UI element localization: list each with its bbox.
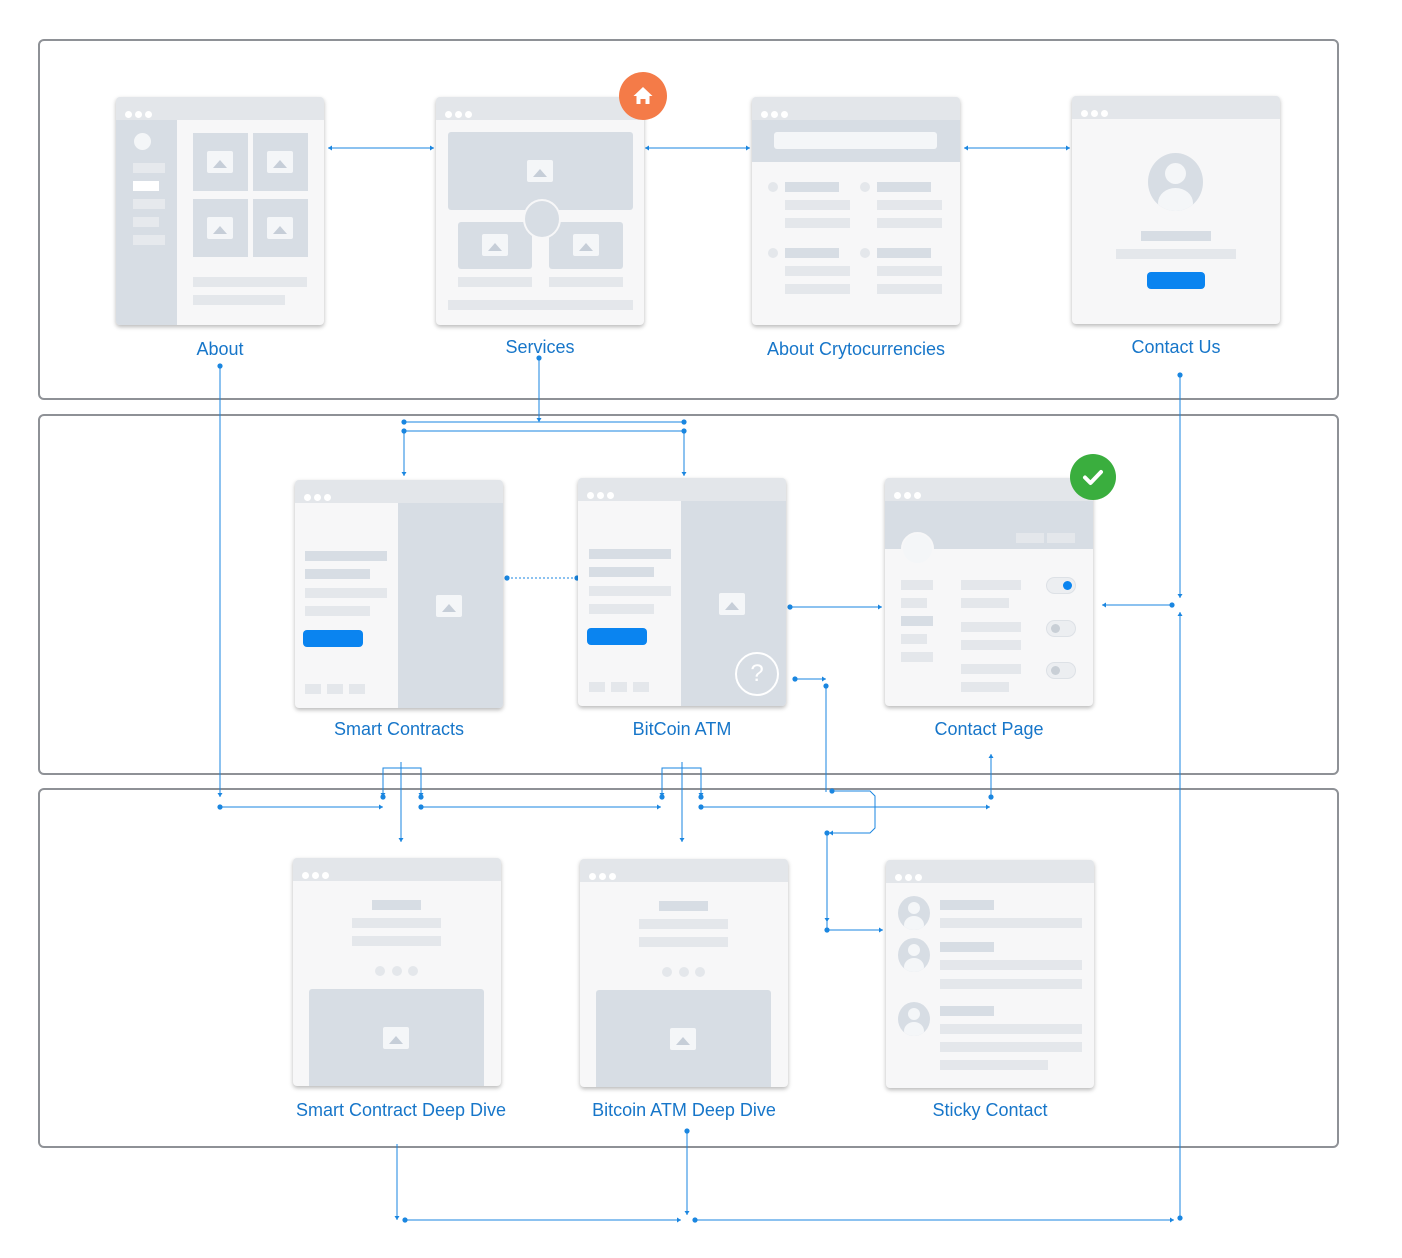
toggle-switch[interactable] (1046, 662, 1076, 679)
connector-arrow (398, 838, 404, 842)
connector-dot (681, 419, 687, 425)
connector-arrow (401, 472, 407, 476)
screen-about-crypto[interactable] (752, 97, 960, 325)
screen-bitcoin-atm-deep-dive[interactable] (580, 859, 788, 1087)
connector-arrow (1177, 594, 1183, 598)
label-about: About (196, 339, 244, 359)
user-icon (898, 1002, 930, 1036)
connector-arrow (1170, 1217, 1174, 1223)
user-icon (898, 896, 930, 930)
connector-arrow (879, 927, 883, 933)
user-icon (898, 938, 930, 972)
connector-arrow (698, 793, 704, 797)
cta-button[interactable] (303, 630, 363, 647)
label-about-crypto: About Crytocurrencies (766, 339, 946, 359)
help-glyph: ? (750, 660, 764, 687)
image-icon (719, 593, 745, 615)
connector-dot (988, 794, 994, 800)
connector-arrow (328, 145, 332, 151)
connector-arrow (217, 793, 223, 797)
screen-smart-contracts[interactable] (295, 480, 503, 708)
screen-smart-contract-deep-dive[interactable] (293, 858, 501, 1086)
screen-services[interactable] (436, 97, 644, 325)
home-badge (619, 72, 667, 120)
home-icon (633, 87, 653, 104)
cta-button[interactable] (587, 628, 647, 645)
label-contact-page: Contact Page (934, 719, 1044, 739)
label-smart-contracts: Smart Contracts (333, 719, 465, 739)
connector-arrow (1177, 612, 1183, 616)
help-icon: ? (735, 652, 779, 696)
connector-arrow (430, 145, 434, 151)
image-icon (207, 151, 233, 173)
label-sticky-contact: Sticky Contact (932, 1100, 1048, 1120)
connector-line (382, 767, 422, 797)
connector-arrow (677, 1217, 681, 1223)
user-icon (1148, 153, 1203, 211)
image-icon (207, 217, 233, 239)
avatar-icon (134, 133, 151, 150)
connector-arrow (657, 804, 661, 810)
connector-dot (1177, 1215, 1183, 1221)
connector-arrow (684, 1211, 690, 1215)
image-icon (267, 151, 293, 173)
connector-arrow (829, 830, 833, 836)
connector-dot (401, 419, 407, 425)
connector-arrow (681, 472, 687, 476)
screen-contact-page[interactable] (885, 478, 1093, 706)
connector-arrow (1066, 145, 1070, 151)
circle-placeholder (523, 199, 561, 239)
image-icon (670, 1028, 696, 1050)
check-icon (1083, 470, 1103, 485)
label-services: Services (505, 337, 575, 357)
image-icon (383, 1027, 409, 1049)
connector-line (829, 790, 876, 834)
image-icon (267, 217, 293, 239)
connector-arrow (988, 754, 994, 758)
lane-bottom (38, 788, 1339, 1148)
image-icon (573, 234, 599, 256)
screen-about[interactable] (116, 97, 324, 325)
screen-sticky-contact[interactable] (886, 860, 1094, 1088)
connector-arrow (645, 145, 649, 151)
connector-arrow (536, 418, 542, 422)
connector-arrow (964, 145, 968, 151)
label-contact-us: Contact Us (1131, 337, 1221, 357)
avatar-icon (901, 532, 934, 565)
connector-arrow (659, 793, 665, 797)
toggle-switch[interactable] (1046, 577, 1076, 594)
image-icon (436, 595, 462, 617)
connector-arrow (418, 793, 424, 797)
connector-arrow (746, 145, 750, 151)
label-smart-contract-deep-dive: Smart Contract Deep Dive (295, 1100, 507, 1120)
connector-arrow (878, 604, 882, 610)
submit-button[interactable] (1147, 272, 1205, 289)
lane-top (38, 39, 1339, 400)
screen-bitcoin-atm[interactable]: ? (578, 478, 786, 706)
connector-arrow (1102, 602, 1106, 608)
check-badge (1070, 454, 1116, 500)
label-bitcoin-atm-deep-dive: Bitcoin ATM Deep Dive (592, 1100, 776, 1120)
connector-arrow (679, 838, 685, 842)
toggle-switch[interactable] (1046, 620, 1076, 637)
screen-contact-us[interactable] (1072, 96, 1280, 324)
lane-middle (38, 414, 1339, 775)
label-bitcoin-atm: BitCoin ATM (632, 719, 732, 739)
connector-arrow (986, 804, 990, 810)
connector-arrow (380, 793, 386, 797)
image-icon (482, 234, 508, 256)
connector-arrow (822, 676, 826, 682)
connector-arrow (394, 1216, 400, 1220)
connector-arrow (824, 918, 830, 922)
image-icon (527, 160, 553, 182)
connector-arrow (379, 804, 383, 810)
